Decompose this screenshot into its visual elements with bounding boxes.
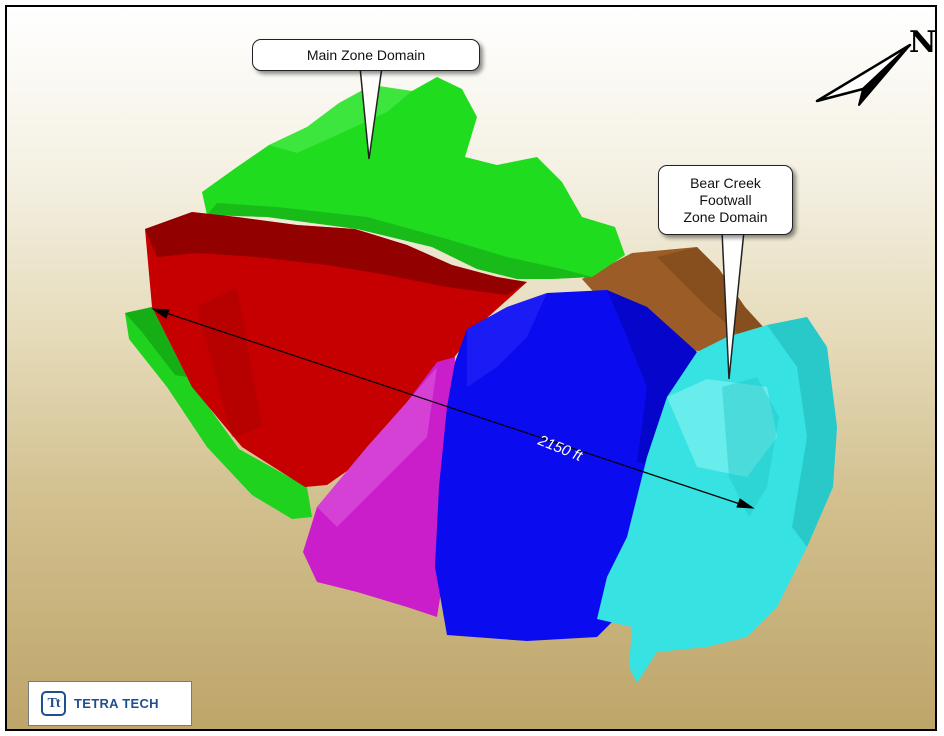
- figure-frame: Main Zone Domain Bear Creek Footwall Zon…: [5, 5, 937, 731]
- brown-domain: [582, 247, 765, 357]
- callout-line-1: Bear Creek: [690, 175, 761, 191]
- magenta-domain: [303, 357, 455, 617]
- tetra-tech-logo-icon: Tt: [41, 691, 66, 716]
- tetra-tech-logo-text: TETRA TECH: [74, 696, 159, 711]
- main-zone-domain: [202, 77, 625, 279]
- bear-creek-footwall-domain: [597, 317, 837, 683]
- dimension-line: [151, 308, 755, 509]
- callout-bear-creek-footwall: Bear Creek Footwall Zone Domain: [658, 165, 793, 235]
- ore-domain-model: [125, 43, 912, 683]
- callout-main-zone-domain: Main Zone Domain: [252, 39, 480, 71]
- north-arrow-icon: [815, 43, 912, 106]
- callout-line-3: Zone Domain: [683, 209, 768, 225]
- north-label: N: [909, 25, 937, 60]
- callout-line-2: Footwall: [699, 192, 752, 208]
- tetra-tech-logo: Tt TETRA TECH: [28, 681, 192, 726]
